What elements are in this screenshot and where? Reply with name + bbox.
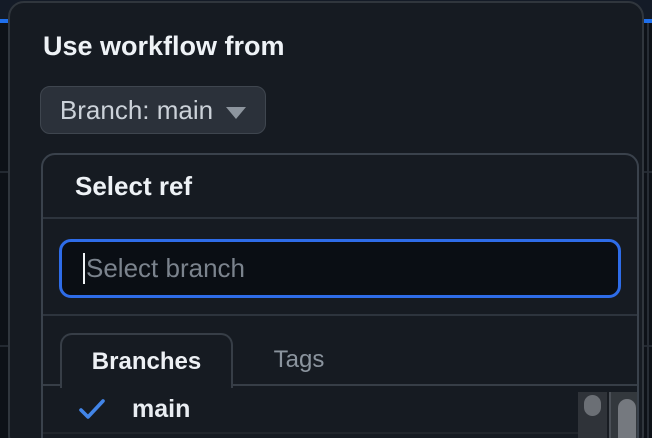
check-icon bbox=[79, 399, 105, 419]
scrollbar-gutter bbox=[578, 392, 637, 438]
chevron-down-icon bbox=[226, 106, 247, 119]
run-workflow-dialog: Use workflow from Branch: main Select re… bbox=[8, 1, 644, 438]
branch-selector-label: Branch: main bbox=[59, 94, 214, 125]
text-caret bbox=[83, 253, 85, 284]
ref-selector-header: Select ref bbox=[43, 155, 637, 219]
list-scrollbar-thumb[interactable] bbox=[584, 395, 601, 416]
ref-selector-title: Select ref bbox=[75, 170, 193, 201]
page-edge-border bbox=[647, 23, 649, 438]
ref-search-section bbox=[43, 219, 637, 316]
tab-tags[interactable]: Tags bbox=[273, 346, 325, 373]
branch-item-label: main bbox=[132, 394, 191, 423]
ref-selector-panel: Select ref Branches Tags main bbox=[41, 153, 639, 438]
use-workflow-from-heading: Use workflow from bbox=[43, 31, 285, 61]
panel-scrollbar-track[interactable] bbox=[609, 392, 637, 438]
select-branch-input[interactable] bbox=[59, 239, 621, 298]
scrollbar-divider bbox=[607, 392, 609, 438]
ref-tabs: Branches Tags bbox=[43, 316, 637, 388]
branch-list: main bbox=[43, 386, 637, 438]
branch-list-item-main[interactable]: main bbox=[43, 386, 637, 434]
tab-branches[interactable]: Branches bbox=[60, 333, 233, 388]
branch-selector-button[interactable]: Branch: main bbox=[40, 86, 266, 134]
list-scrollbar-track[interactable] bbox=[578, 392, 607, 438]
panel-scrollbar-thumb[interactable] bbox=[618, 399, 636, 438]
